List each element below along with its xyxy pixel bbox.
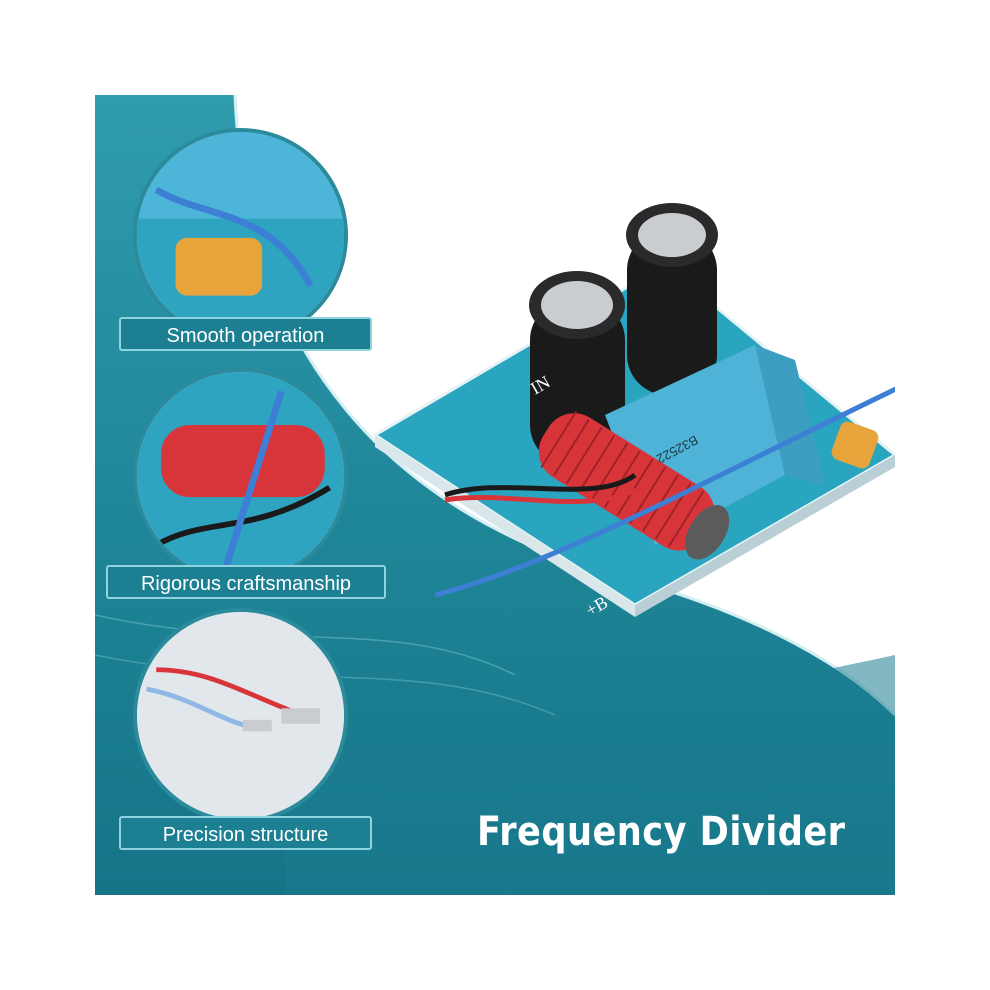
frequency-divider-board-image: B32522 IN +B [372,203,895,620]
feature-caption: Rigorous craftsmanship [106,565,386,599]
capacitor-closeup-image [133,128,348,343]
inductor-coil-closeup-image [133,368,348,583]
feature-caption: Precision structure [119,816,372,850]
feature-caption: Smooth operation [119,317,372,351]
product-banner: B32522 IN +B [95,95,895,895]
page-title: Frequency Divider [477,809,846,855]
wire-terminals-closeup-image [133,608,348,823]
